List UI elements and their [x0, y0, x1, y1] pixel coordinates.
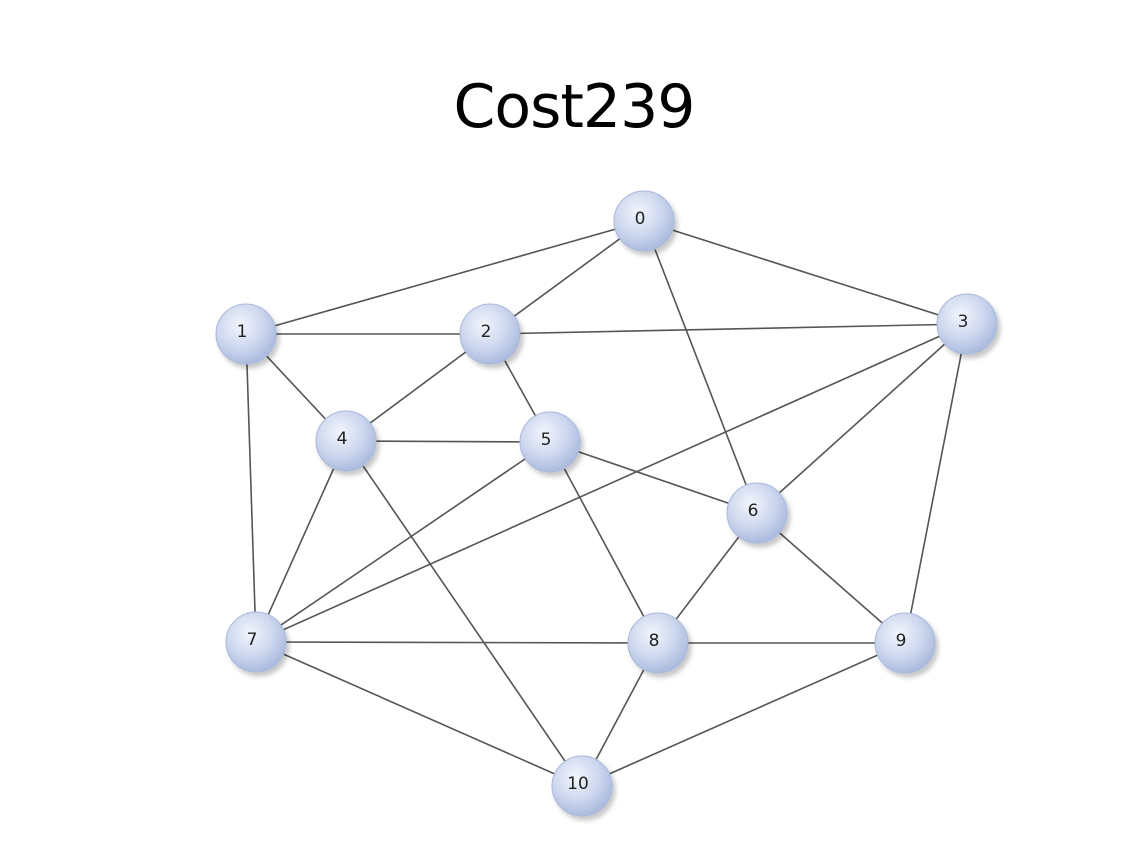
node-circle-5 [519, 411, 581, 473]
edge-6-9 [756, 512, 906, 644]
node-9: 9 [874, 612, 936, 674]
edge-5-6 [549, 441, 758, 514]
node-label-0: 0 [635, 209, 646, 229]
edge-3-7 [255, 323, 968, 643]
node-circle-2 [459, 303, 521, 365]
edge-4-7 [255, 440, 347, 643]
edge-3-9 [904, 323, 968, 644]
node-label-6: 6 [748, 501, 759, 521]
node-label-4: 4 [337, 429, 348, 449]
node-6: 6 [726, 482, 788, 544]
nodes-layer: 0 1 2 3 4 5 6 7 8 9 10 [215, 190, 998, 817]
edge-7-10 [255, 641, 583, 787]
edge-3-6 [756, 323, 968, 514]
edge-0-3 [643, 220, 968, 325]
edge-4-5 [345, 440, 551, 443]
edge-1-7 [245, 333, 257, 643]
edge-0-2 [489, 220, 645, 335]
node-circle-4 [315, 410, 377, 472]
node-10: 10 [551, 755, 613, 817]
node-circle-7 [225, 611, 287, 673]
node-label-8: 8 [649, 631, 660, 651]
node-circle-1 [215, 303, 277, 365]
node-3: 3 [936, 293, 998, 355]
node-4: 4 [315, 410, 377, 472]
node-label-5: 5 [541, 430, 552, 450]
diagram-title: Cost239 [453, 72, 696, 142]
node-circle-0 [613, 190, 675, 252]
node-label-9: 9 [896, 631, 907, 651]
node-label-1: 1 [237, 322, 248, 342]
node-circle-10 [551, 755, 613, 817]
node-circle-8 [627, 612, 689, 674]
node-label-7: 7 [247, 630, 258, 650]
node-2: 2 [459, 303, 521, 365]
node-8: 8 [627, 612, 689, 674]
node-1: 1 [215, 303, 277, 365]
edge-0-6 [643, 220, 758, 514]
node-5: 5 [519, 411, 581, 473]
node-7: 7 [225, 611, 287, 673]
node-circle-6 [726, 482, 788, 544]
edge-2-3 [489, 323, 968, 335]
node-0: 0 [613, 190, 675, 252]
edge-7-8 [255, 641, 659, 644]
edge-0-1 [245, 220, 645, 335]
edge-9-10 [581, 642, 906, 787]
edge-4-10 [345, 440, 583, 787]
node-label-2: 2 [481, 322, 492, 342]
edge-5-7 [255, 441, 551, 643]
node-circle-9 [874, 612, 936, 674]
edge-5-8 [549, 441, 659, 644]
node-label-10: 10 [567, 774, 589, 794]
node-label-3: 3 [958, 312, 969, 332]
edges-layer [245, 220, 968, 787]
node-circle-3 [936, 293, 998, 355]
